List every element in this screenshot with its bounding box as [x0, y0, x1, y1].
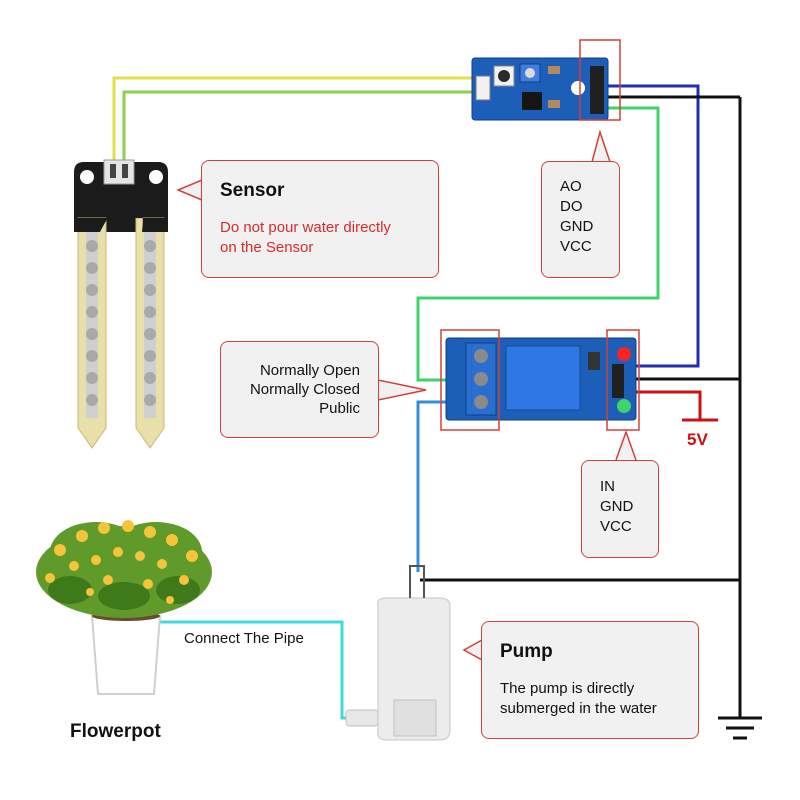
wire-green-do [416, 106, 660, 382]
relay-module [445, 337, 637, 421]
relay-terminals-callout [220, 341, 379, 438]
module-pin-gnd: GND [560, 218, 594, 235]
wire-blue-vcc [598, 84, 700, 368]
wire-yellow [112, 76, 474, 162]
flowerpot-label: Flowerpot [70, 721, 161, 742]
pump-desc-line2: submerged in the water [500, 700, 657, 717]
sensor-title: Sensor [220, 180, 285, 201]
relay-terminal-no: Normally Open [259, 362, 360, 379]
wire-green-sensor [122, 90, 474, 162]
relay-terminal-com: Public [319, 400, 360, 417]
relay-pin-gnd: GND [600, 498, 634, 515]
wire-red-5v [612, 390, 702, 420]
module-pin-ao: AO [560, 178, 582, 195]
soil-sensor-probe [74, 159, 168, 449]
ground-icon [718, 716, 762, 740]
relay-terminals-highlight [440, 329, 500, 431]
module-pin-vcc: VCC [560, 238, 592, 255]
sensor-callout [201, 160, 439, 278]
wire-lightblue-pump [416, 400, 470, 572]
callout-pointers [176, 129, 637, 661]
relay-pins-callout [581, 460, 659, 558]
power-5v-label: 5V [687, 430, 708, 449]
module-pin-do: DO [560, 198, 583, 215]
sensor-warning-line1: Do not pour water directly [220, 219, 391, 236]
water-pump [345, 565, 451, 741]
relay-pin-vcc: VCC [600, 518, 632, 535]
pipe-label: Connect The Pipe [184, 630, 304, 647]
module-pins-highlight [579, 39, 621, 121]
relay-terminal-nc: Normally Closed [249, 381, 360, 398]
highlight-boxes [440, 39, 640, 431]
module-pins-callout [541, 161, 620, 278]
pump-callout [481, 621, 699, 739]
pump-desc-line1: The pump is directly [500, 680, 635, 697]
pump-title: Pump [500, 641, 553, 662]
sensor-warning-line2: on the Sensor [220, 239, 314, 256]
relay-pins-highlight [606, 329, 640, 431]
relay-pin-in: IN [600, 478, 615, 495]
sensor-module-board [471, 57, 609, 121]
flowerpot-plant [36, 520, 212, 695]
